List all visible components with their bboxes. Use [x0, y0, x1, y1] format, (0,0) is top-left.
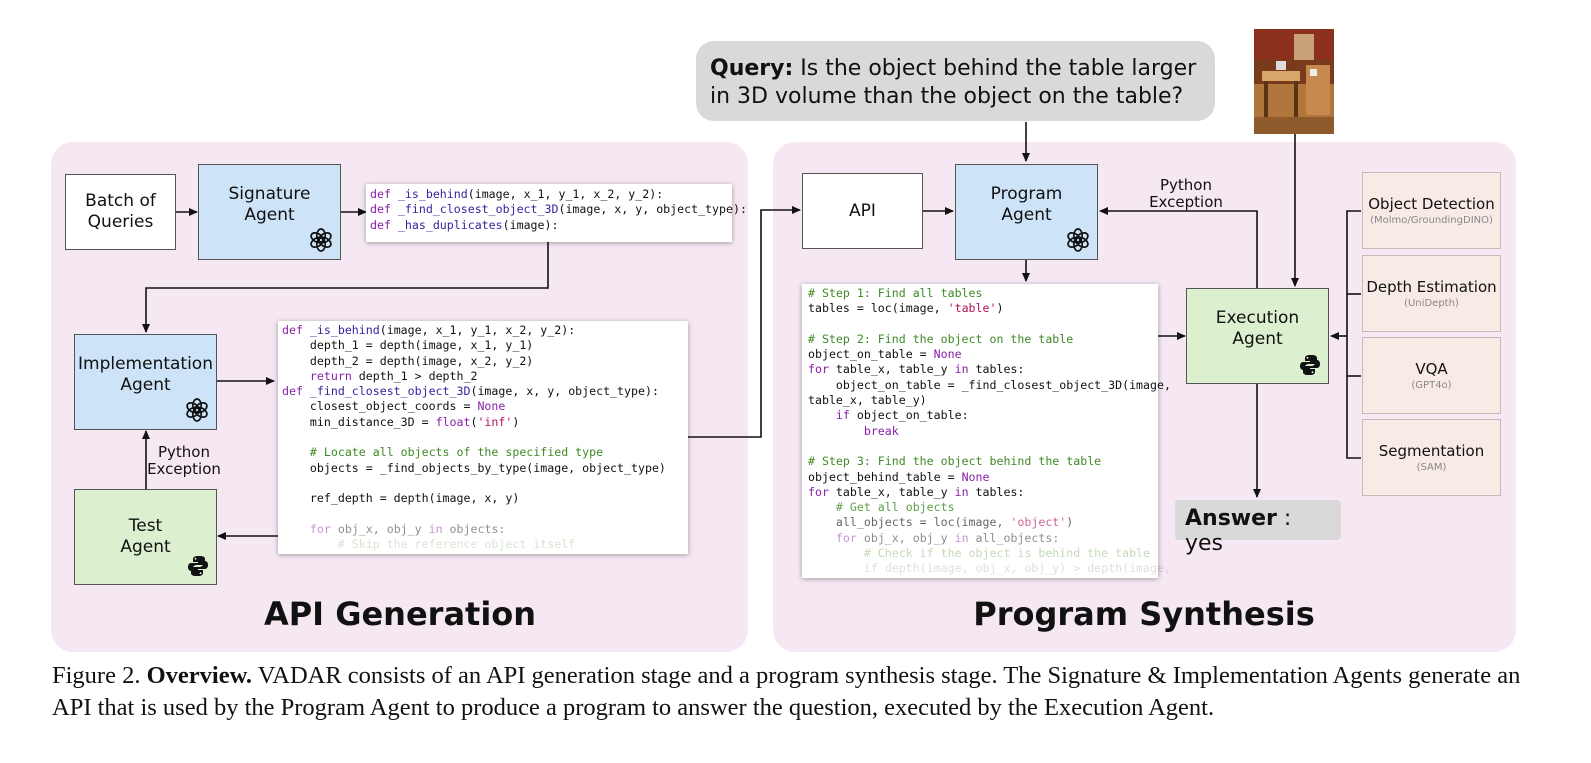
execution-agent-box: Execution Agent — [1186, 288, 1329, 384]
code-line: # Skip the reference object itself — [282, 537, 576, 552]
arrow-execution-to-program — [1099, 207, 1258, 288]
tool-name: Segmentation — [1378, 442, 1485, 460]
code-line — [282, 476, 688, 491]
signature-agent-box: Signature Agent — [198, 164, 341, 260]
code-line: # Locate all objects of the specified ty… — [282, 445, 604, 460]
python-exception-label-left: Python Exception — [147, 443, 221, 478]
batch-of-queries-label: Batch of Queries — [85, 191, 156, 232]
python-logo-icon — [1300, 355, 1320, 375]
tool-model: (UniDepth) — [1404, 298, 1459, 309]
batch-of-queries-box: Batch of Queries — [65, 174, 176, 250]
arrow-code-to-api — [688, 206, 801, 438]
api-label: API — [849, 200, 876, 221]
implementation-code-block: def _is_behind(image, x_1, y_1, x_2, y_2… — [278, 321, 688, 554]
tool-name: Object Detection — [1368, 195, 1495, 213]
code-line: object_on_table = None — [808, 347, 962, 362]
code-line: ref_depth = depth(image, x, y) — [282, 491, 520, 506]
implementation-agent-label: Implementation Agent — [78, 354, 213, 395]
tool-segmentation: Segmentation (SAM) — [1362, 419, 1501, 496]
program-synthesis-title: Program Synthesis — [973, 595, 1315, 633]
caption-bold: Overview. — [146, 662, 253, 689]
code-line: break — [863, 423, 899, 438]
code-line: if depth(image, obj_x, obj_y) > depth(im… — [808, 561, 1171, 576]
code-line: depth_2 = depth(image, x_2, y_2) — [282, 353, 534, 368]
openai-logo-icon — [186, 398, 208, 422]
python-logo-icon — [188, 556, 208, 576]
code-line: def _is_behind(image, x_1, y_1, x_2, y_2… — [282, 323, 576, 337]
scene-photo — [1254, 29, 1334, 134]
code-line: return depth_1 > depth_2 — [309, 368, 478, 383]
code-line: def _find_closest_object_3D(image, x, y,… — [282, 384, 659, 399]
arrow-sigcode-to-implementation — [142, 242, 549, 333]
code-line — [282, 430, 688, 445]
code-line: for table_x, table_y in tables: — [808, 484, 1025, 499]
figure-caption: Figure 2. Overview. VADAR consists of an… — [52, 660, 1542, 724]
code-line: for obj_x, obj_y in all_objects: — [835, 530, 1060, 545]
tool-name: Depth Estimation — [1366, 278, 1497, 296]
test-agent-label: Test Agent — [120, 516, 171, 557]
caption-text: VADAR consists of an API generation stag… — [52, 662, 1521, 721]
tool-model: (SAM) — [1416, 462, 1447, 473]
answer-value: : yes — [1185, 506, 1292, 556]
api-box: API — [802, 173, 923, 249]
code-line: # Get all objects — [808, 500, 955, 515]
tool-vqa: VQA (GPT4o) — [1362, 337, 1501, 414]
openai-logo-icon — [1067, 228, 1089, 252]
code-line: def _is_behind(image, x_1, y_1, x_2, y_2… — [370, 187, 664, 201]
code-line — [808, 439, 1158, 454]
code-line: min_distance_3D = float('inf') — [282, 414, 520, 429]
code-line: table_x, table_y) — [808, 393, 927, 408]
query-label: Query: — [710, 56, 794, 81]
code-line: # Check if the object is behind the tabl… — [808, 546, 1151, 561]
code-line: # Step 1: Find all tables — [808, 286, 983, 300]
code-line: closest_object_coords = None — [282, 399, 506, 414]
openai-logo-icon — [310, 228, 332, 252]
query-bubble: Query: Is the object behind the table la… — [696, 41, 1215, 121]
test-agent-box: Test Agent — [74, 489, 217, 585]
code-line: tables = loc(image, 'table') — [808, 301, 1004, 316]
program-agent-box: Program Agent — [955, 164, 1098, 260]
python-exception-label-right: Python Exception — [1149, 176, 1223, 211]
code-line: depth_1 = depth(image, x_1, y_1) — [282, 338, 534, 353]
answer-label: Answer — [1185, 506, 1277, 531]
tool-object-detection: Object Detection (Molmo/GroundingDINO) — [1362, 172, 1501, 249]
implementation-agent-box: Implementation Agent — [74, 334, 217, 430]
code-line — [808, 317, 1158, 332]
code-line: for obj_x, obj_y in objects: — [309, 521, 506, 536]
code-line: all_objects = loc(image, 'object') — [808, 515, 1074, 530]
code-line: if object_on_table: — [835, 408, 969, 423]
tool-model: (Molmo/GroundingDINO) — [1370, 215, 1493, 226]
query-text: Is the object behind the table larger in… — [710, 56, 1197, 109]
code-line: def _has_duplicates(image): — [370, 217, 559, 232]
execution-agent-label: Execution Agent — [1215, 308, 1300, 349]
program-agent-label: Program Agent — [990, 184, 1063, 225]
tool-depth-estimation: Depth Estimation (UniDepth) — [1362, 255, 1501, 332]
code-line: objects = _find_objects_by_type(image, o… — [282, 460, 666, 475]
code-line: for table_x, table_y in tables: — [808, 362, 1025, 377]
caption-prefix: Figure 2. — [52, 662, 147, 689]
code-line: def _find_closest_object_3D(image, x, y,… — [370, 202, 747, 217]
code-line: object_on_table = _find_closest_object_3… — [808, 377, 1171, 392]
answer-box: Answer : yes — [1175, 500, 1341, 556]
tools-bracket — [1346, 210, 1361, 459]
code-line: # Step 2: Find the object on the table — [808, 331, 1074, 346]
code-line: object_behind_table = None — [808, 469, 990, 484]
code-line: # Step 3: Find the object behind the tab… — [808, 454, 1102, 469]
signature-agent-label: Signature Agent — [228, 184, 311, 225]
api-generation-title: API Generation — [263, 595, 537, 633]
signature-code-block: def _is_behind(image, x_1, y_1, x_2, y_2… — [366, 184, 747, 242]
code-line — [282, 507, 688, 522]
tool-name: VQA — [1415, 360, 1448, 378]
tool-model: (GPT4o) — [1411, 380, 1452, 391]
